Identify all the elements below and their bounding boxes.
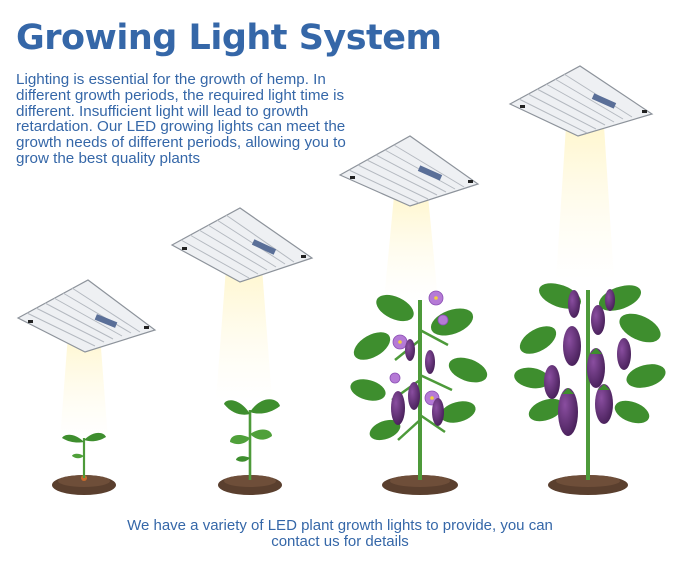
- page-title: Growing Light System: [16, 18, 442, 58]
- led-grow-light-fixture: [338, 135, 480, 207]
- stage-flowering-plant: [338, 135, 488, 495]
- light-beam: [556, 126, 614, 280]
- plant-fruiting: [514, 283, 666, 495]
- stage-seedling: [16, 279, 157, 495]
- led-grow-light-fixture: [170, 207, 314, 283]
- light-beam: [384, 196, 438, 300]
- stage-fruiting-plant: [508, 65, 666, 495]
- footer-contact-note: We have a variety of LED plant growth li…: [0, 518, 680, 549]
- light-beam: [60, 335, 108, 440]
- plant-flowering: [350, 290, 488, 495]
- intro-paragraph: Lighting is essential for the growth of …: [16, 71, 346, 167]
- plant-seedling: [52, 432, 116, 495]
- led-grow-light-fixture: [508, 65, 654, 137]
- plant-young: [218, 399, 282, 495]
- light-beam: [216, 268, 272, 400]
- stage-young-plant: [170, 207, 314, 495]
- footer-line-2: contact us for details: [271, 532, 409, 550]
- led-grow-light-fixture: [16, 279, 157, 353]
- footer-line-1: We have a variety of LED plant growth li…: [127, 517, 553, 534]
